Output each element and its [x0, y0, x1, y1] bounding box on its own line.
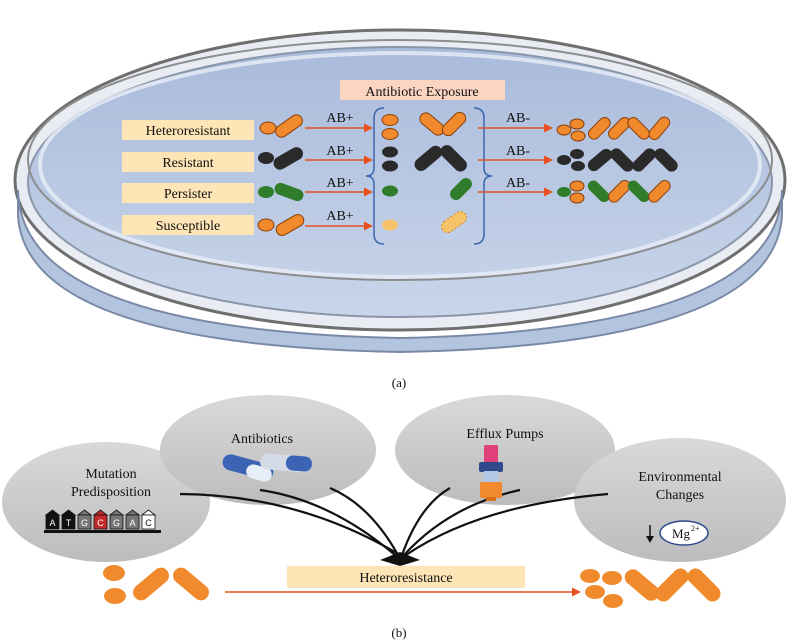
- svg-text:Predisposition: Predisposition: [71, 485, 151, 500]
- petri-dish: [13, 28, 787, 354]
- dna-base-1: A: [44, 509, 61, 530]
- caption-a: (a): [392, 375, 406, 390]
- persister-initial-cells: [258, 182, 304, 202]
- svg-text:Changes: Changes: [656, 488, 704, 503]
- dna-base-5: G: [108, 509, 125, 530]
- susceptible-initial-cells: [257, 214, 305, 236]
- environment-bubble: [574, 438, 786, 562]
- efflux-pump-icon: [479, 445, 503, 501]
- svg-text:Heteroresistant: Heteroresistant: [146, 124, 231, 139]
- environment-label: Environmental Changes: [638, 470, 721, 503]
- dna-base-6: A: [124, 509, 141, 530]
- exposed-cells: [381, 111, 472, 234]
- regrown-heteroresistant: [556, 116, 671, 142]
- dna-base-letter: T: [66, 518, 72, 528]
- svg-text:AB-: AB-: [506, 111, 530, 126]
- dna-base-letter: A: [129, 518, 135, 528]
- antibiotics-label: Antibiotics: [231, 432, 293, 447]
- svg-text:AB+: AB+: [326, 111, 353, 126]
- svg-text:Resistant: Resistant: [162, 156, 213, 171]
- dna-base-letter: G: [81, 518, 88, 528]
- dna-base-2: T: [60, 509, 77, 530]
- svg-text:AB+: AB+: [326, 144, 353, 159]
- svg-text:Mg: Mg: [672, 526, 691, 541]
- dna-base-letter: A: [49, 518, 55, 528]
- dna-base-letter: C: [145, 518, 152, 528]
- capsule-icon: [222, 453, 312, 482]
- mg-ion-badge: Mg 2+: [659, 520, 709, 546]
- svg-text:AB+: AB+: [326, 176, 353, 191]
- caption-b: (b): [391, 625, 406, 640]
- dna-base-letter: C: [97, 518, 104, 528]
- dna-base-7: C: [140, 509, 157, 530]
- dna-base-letter: G: [113, 518, 120, 528]
- initial-population-cells: [103, 565, 209, 604]
- svg-text:AB-: AB-: [506, 176, 530, 191]
- antibiotics-bubble: [160, 395, 376, 505]
- converging-paths: [179, 486, 609, 566]
- regrown-resistant: [557, 148, 678, 172]
- heteroresistant-initial-cells: [259, 114, 303, 138]
- svg-text:Environmental: Environmental: [638, 470, 721, 485]
- row-label-resistant: Resistant: [122, 152, 254, 172]
- exposure-bracket: [365, 107, 493, 245]
- resistant-initial-cells: [258, 147, 303, 170]
- dna-base-3: G: [76, 509, 93, 530]
- row-label-heteroresistant: Heteroresistant: [122, 120, 254, 140]
- svg-text:Antibiotic Exposure: Antibiotic Exposure: [365, 85, 478, 100]
- heteroresistance-label: Heteroresistance: [287, 566, 525, 588]
- svg-text:Mutation: Mutation: [85, 467, 136, 482]
- ab-minus-arrows: AB- AB- AB-: [478, 111, 553, 197]
- mutation-label: Mutation Predisposition: [71, 467, 151, 500]
- svg-text:Persister: Persister: [164, 187, 213, 202]
- svg-text:AB-: AB-: [506, 144, 530, 159]
- regrown-persister: [557, 180, 671, 204]
- svg-text:Heteroresistance: Heteroresistance: [359, 571, 452, 586]
- row-label-persister: Persister: [122, 183, 254, 203]
- svg-text:Susceptible: Susceptible: [156, 219, 221, 234]
- antibiotic-exposure-header: Antibiotic Exposure: [340, 80, 505, 100]
- dna-base-4: C: [92, 509, 109, 530]
- down-arrow-icon: [646, 525, 654, 543]
- heteroresistant-population-cells: [580, 568, 721, 608]
- svg-text:2+: 2+: [691, 524, 700, 533]
- svg-text:AB+: AB+: [326, 209, 353, 224]
- efflux-pumps-label: Efflux Pumps: [466, 427, 543, 442]
- ab-plus-arrows: AB+ AB+ AB+ AB+: [305, 111, 373, 231]
- row-label-susceptible: Susceptible: [122, 215, 254, 235]
- efflux-bubble: [395, 395, 615, 505]
